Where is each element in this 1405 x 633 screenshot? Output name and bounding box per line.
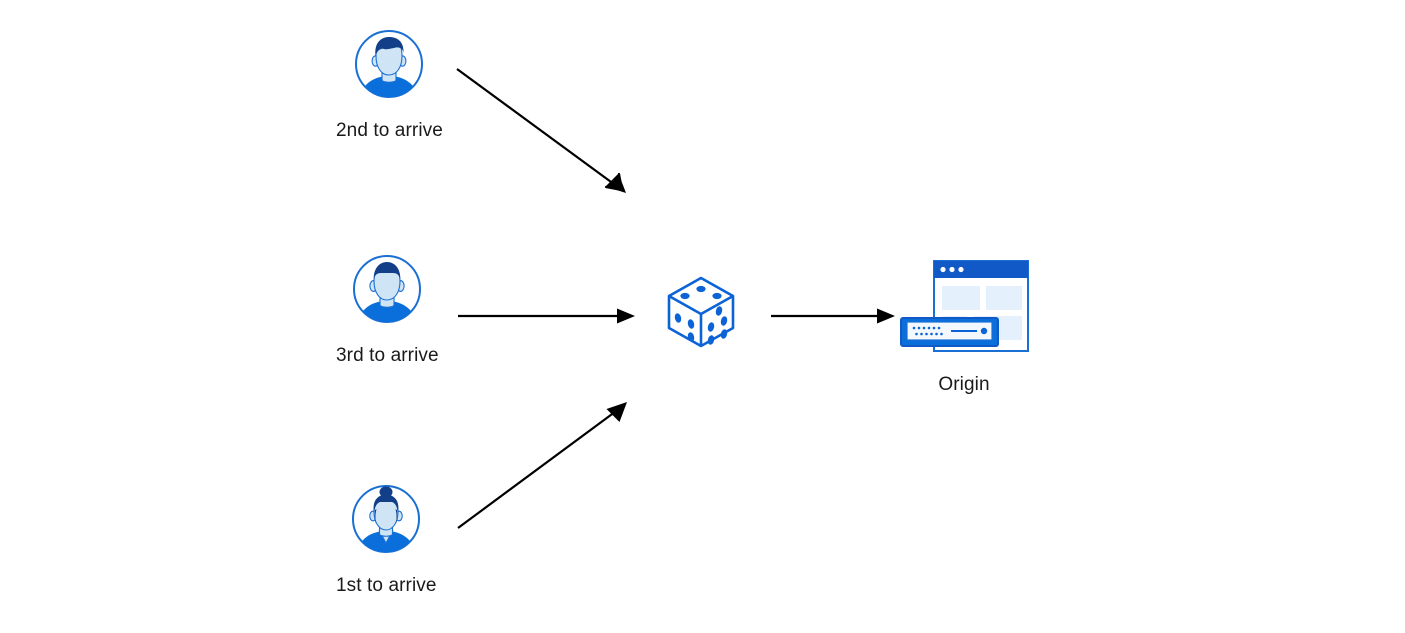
dice-icon <box>661 272 741 352</box>
node-visitor-1: 1st to arrive <box>336 483 437 598</box>
edge-visitor-1-to-randomizer <box>457 402 627 529</box>
node-label-visitor-3: 3rd to arrive <box>336 345 439 366</box>
node-visitor-3: 3rd to arrive <box>336 253 439 368</box>
server-port-grid <box>912 326 943 336</box>
dice-top-pips <box>680 285 722 300</box>
node-visitor-2: 2nd to arrive <box>336 28 443 143</box>
origin-server-icon <box>898 258 1030 358</box>
node-label-visitor-1: 1st to arrive <box>336 575 437 596</box>
dice-left-pips <box>674 313 695 342</box>
edge-randomizer-to-origin <box>771 308 895 324</box>
node-randomizer <box>661 272 741 352</box>
user-avatar-icon <box>350 483 422 555</box>
node-label-visitor-2: 2nd to arrive <box>336 120 443 141</box>
dice-right-pips <box>707 306 728 345</box>
node-label-origin: Origin <box>938 374 990 395</box>
edge-visitor-3-to-randomizer <box>458 308 635 324</box>
server-device-icon <box>900 317 999 347</box>
browser-window-dots <box>940 266 964 273</box>
user-avatar-icon <box>351 253 423 325</box>
node-origin: Origin <box>898 258 1030 397</box>
edge-visitor-2-to-randomizer <box>456 68 626 193</box>
user-avatar-icon <box>353 28 425 100</box>
